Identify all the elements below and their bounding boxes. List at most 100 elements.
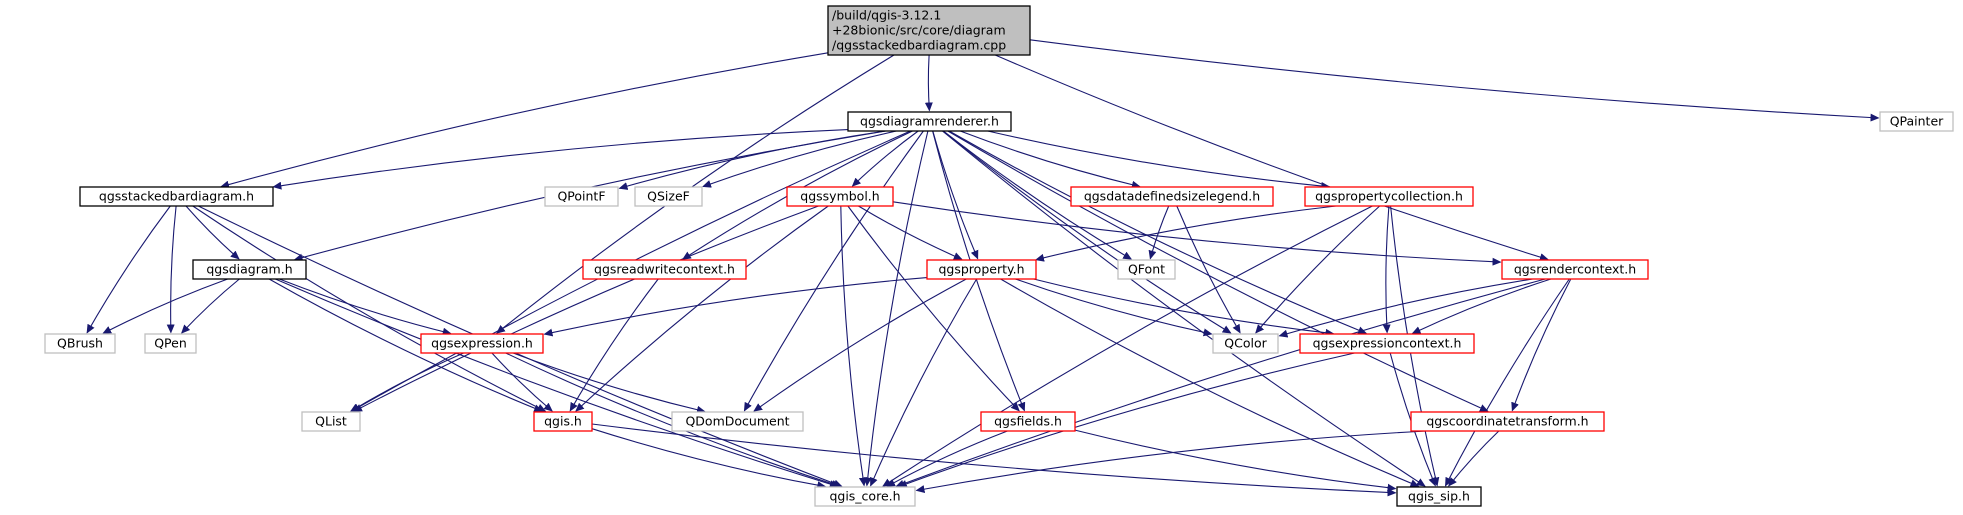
edge-ddlegend-to-qfont [1148, 205, 1170, 260]
node-label: /build/qgis-3.12.1 [832, 7, 941, 22]
edge-expression-to-qgis [491, 352, 553, 412]
node-label: QColor [1224, 335, 1267, 350]
node-rendercontext[interactable]: qgsrendercontext.h [1501, 259, 1649, 280]
edge-fields-to-qgissip [1074, 429, 1397, 492]
edge-property-to-qdomdoc [753, 278, 967, 412]
edge-renderer-to-qpointf [618, 130, 886, 190]
node-label: qgsstackedbardiagram.h [99, 188, 254, 203]
node-label: qgis_sip.h [1408, 488, 1470, 503]
node-renderer[interactable]: qgsdiagramrenderer.h [847, 111, 1012, 132]
node-box [1299, 333, 1475, 354]
node-box [1212, 333, 1279, 354]
node-box [634, 186, 703, 207]
edge-property-to-exprcontext [1033, 278, 1335, 337]
edge-propcoll-to-exprcontext [1382, 205, 1391, 334]
edge-root-to-qpainter [1029, 39, 1880, 122]
node-label: QFont [1128, 261, 1165, 276]
edge-root-to-rendercontext [994, 54, 1549, 261]
node-propcoll[interactable]: qgspropertycollection.h [1304, 186, 1474, 207]
edge-property-to-qgiscore [870, 278, 978, 487]
node-label: qgsfields.h [994, 413, 1062, 428]
node-qdomdoc[interactable]: QDomDocument [671, 411, 804, 432]
node-stacked[interactable]: qgsstackedbardiagram.h [79, 186, 274, 207]
node-property[interactable]: qgsproperty.h [926, 259, 1037, 280]
node-box [1501, 259, 1649, 280]
edge-root-to-stacked [220, 52, 829, 189]
edge-propcoll-to-property [1035, 205, 1337, 262]
node-box [1117, 259, 1176, 280]
node-coordtrans[interactable]: qgscoordinatetransform.h [1410, 411, 1605, 432]
edge-renderer-to-propcoll [987, 130, 1331, 191]
node-label: QBrush [57, 335, 103, 350]
edge-diagram-to-qbrush [102, 278, 228, 334]
edge-renderer-to-stacked [272, 129, 849, 190]
node-label: qgssymbol.h [800, 188, 879, 203]
node-qgis[interactable]: qgis.h [533, 411, 593, 432]
edge-expression-to-qgiscore [505, 352, 841, 488]
edge-qgis-to-qgiscore [591, 428, 827, 490]
edge-diagram-to-qgiscore [275, 278, 839, 488]
node-box [301, 411, 361, 432]
edge-diagram-to-qpen [181, 278, 240, 334]
node-diagram[interactable]: qgsdiagram.h [192, 259, 307, 280]
node-qcolor[interactable]: QColor [1212, 333, 1279, 354]
edge-symbol-to-property [858, 205, 963, 260]
node-root[interactable]: /build/qgis-3.12.1+28bionic/src/core/dia… [827, 5, 1031, 56]
edge-rendercontext-to-coordtrans [1511, 278, 1572, 412]
node-qpainter[interactable]: QPainter [1879, 111, 1954, 132]
node-box [786, 186, 894, 207]
edge-property-to-expression [543, 277, 928, 337]
node-qgissip[interactable]: qgis_sip.h [1396, 486, 1482, 507]
edge-diagram-to-qgis [268, 278, 544, 412]
node-label: qgsexpression.h [431, 335, 533, 350]
edge-fields-to-qgiscore [886, 430, 1008, 487]
node-box [192, 259, 307, 280]
node-box [1304, 186, 1474, 207]
node-label: QList [315, 413, 347, 428]
edge-renderer-to-qgiscore [863, 130, 929, 487]
edge-renderer-to-qgissip [942, 130, 1426, 487]
node-qpen[interactable]: QPen [144, 333, 197, 354]
node-qpointf[interactable]: QPointF [544, 186, 619, 207]
node-rwcontext[interactable]: qgsreadwritecontext.h [582, 259, 747, 280]
node-box [544, 186, 619, 207]
node-label: qgsdiagramrenderer.h [860, 113, 999, 128]
node-box [980, 411, 1076, 432]
node-box [827, 5, 1031, 56]
edge-symbol-to-rendercontext [892, 201, 1502, 266]
edge-renderer-to-qcolor [942, 130, 1232, 334]
edge-stacked-to-qpen [166, 205, 177, 334]
node-label: qgsdiagram.h [206, 261, 292, 276]
node-box [1879, 111, 1954, 132]
node-fields[interactable]: qgsfields.h [980, 411, 1076, 432]
edge-stacked-to-qbrush [86, 205, 171, 334]
node-label: qgsproperty.h [938, 261, 1024, 276]
node-ddlegend[interactable]: qgsdatadefinedsizelegend.h [1070, 186, 1274, 207]
node-expression[interactable]: qgsexpression.h [420, 333, 544, 354]
node-qsizef[interactable]: QSizeF [634, 186, 703, 207]
edge-symbol-to-qlist [353, 205, 819, 412]
node-qlist[interactable]: QList [301, 411, 361, 432]
node-label: qgsreadwritecontext.h [594, 261, 735, 276]
edge-rendercontext-to-qcolor [1278, 278, 1533, 338]
node-qgiscore[interactable]: qgis_core.h [814, 486, 916, 507]
edge-renderer-to-qsizef [702, 130, 897, 188]
node-qfont[interactable]: QFont [1117, 259, 1176, 280]
edge-renderer-to-ddlegend [960, 130, 1141, 189]
node-label: qgis_core.h [829, 488, 900, 503]
node-symbol[interactable]: qgssymbol.h [786, 186, 894, 207]
node-qbrush[interactable]: QBrush [44, 333, 116, 354]
node-box [420, 333, 544, 354]
node-exprcontext[interactable]: qgsexpressioncontext.h [1299, 333, 1475, 354]
node-label: QPen [154, 335, 187, 350]
node-label: QSizeF [647, 188, 690, 203]
edge-renderer-to-coordtrans [947, 130, 1489, 412]
node-box [814, 486, 916, 507]
edge-stacked-to-diagram [185, 205, 240, 260]
node-label: qgspropertycollection.h [1315, 188, 1463, 203]
edge-rendercontext-to-qgiscore [895, 278, 1546, 488]
edge-exprcontext-to-qgiscore [897, 352, 1355, 488]
node-box [1410, 411, 1605, 432]
node-box [144, 333, 197, 354]
